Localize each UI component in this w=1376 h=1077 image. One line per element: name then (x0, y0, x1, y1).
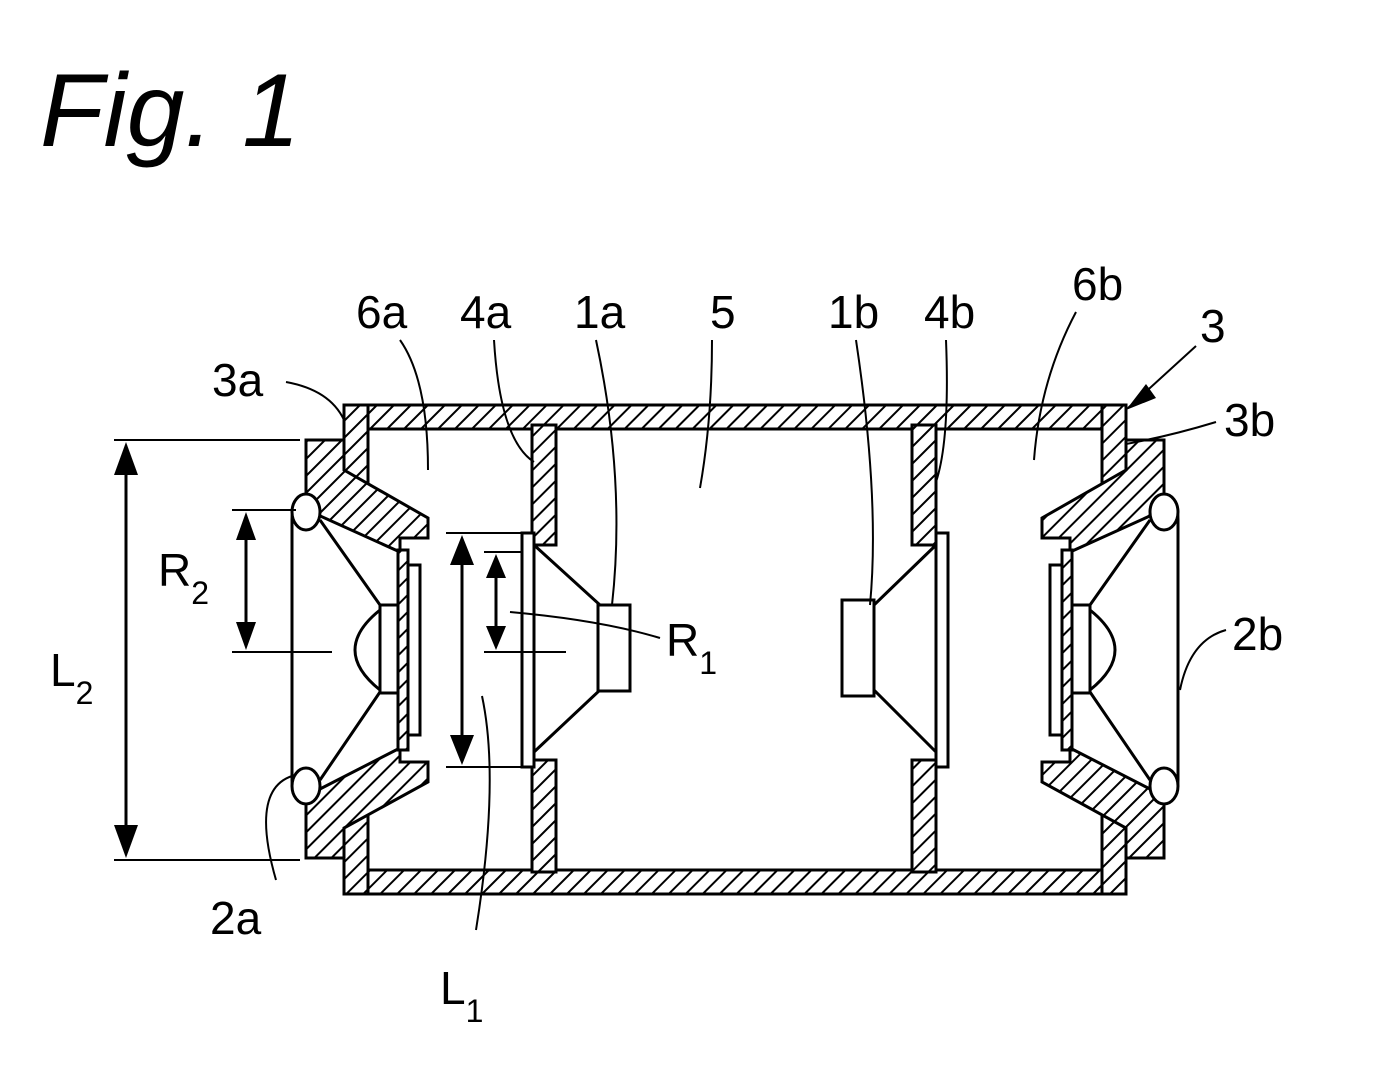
speaker-2a (290, 438, 430, 860)
label-R2: R2 (158, 544, 209, 611)
label-1b: 1b (828, 286, 879, 338)
speaker-1a (520, 531, 632, 769)
enclosure-top-wall (342, 403, 1128, 431)
baffle-4b-upper (910, 423, 938, 547)
enclosure-bottom-wall (342, 868, 1128, 896)
baffle-4b-lower (910, 758, 938, 874)
baffle-4a-lower (530, 758, 558, 874)
label-3b: 3b (1224, 394, 1275, 446)
label-3a: 3a (212, 354, 264, 406)
dimension-R1 (484, 551, 566, 653)
label-2b: 2b (1232, 608, 1283, 660)
label-L1: L1 (440, 962, 483, 1029)
label-3: 3 (1200, 300, 1226, 352)
label-5: 5 (710, 286, 736, 338)
label-R1: R1 (666, 614, 717, 681)
figure-title: Fig. 1 (40, 53, 300, 169)
dimension-L1 (446, 532, 522, 768)
baffle-4a-upper (530, 423, 558, 547)
label-L2: L2 (50, 644, 93, 711)
label-2a: 2a (210, 892, 262, 944)
label-1a: 1a (574, 286, 626, 338)
speaker-1b (840, 531, 950, 769)
label-4a: 4a (460, 286, 512, 338)
label-6b: 6b (1072, 258, 1123, 310)
label-6a: 6a (356, 286, 408, 338)
label-4b: 4b (924, 286, 975, 338)
dimension-L2 (114, 439, 300, 861)
enclosure (342, 403, 1128, 896)
speaker-2b (1040, 438, 1180, 860)
dimension-R2 (232, 509, 332, 653)
leader-lines (265, 311, 1227, 931)
